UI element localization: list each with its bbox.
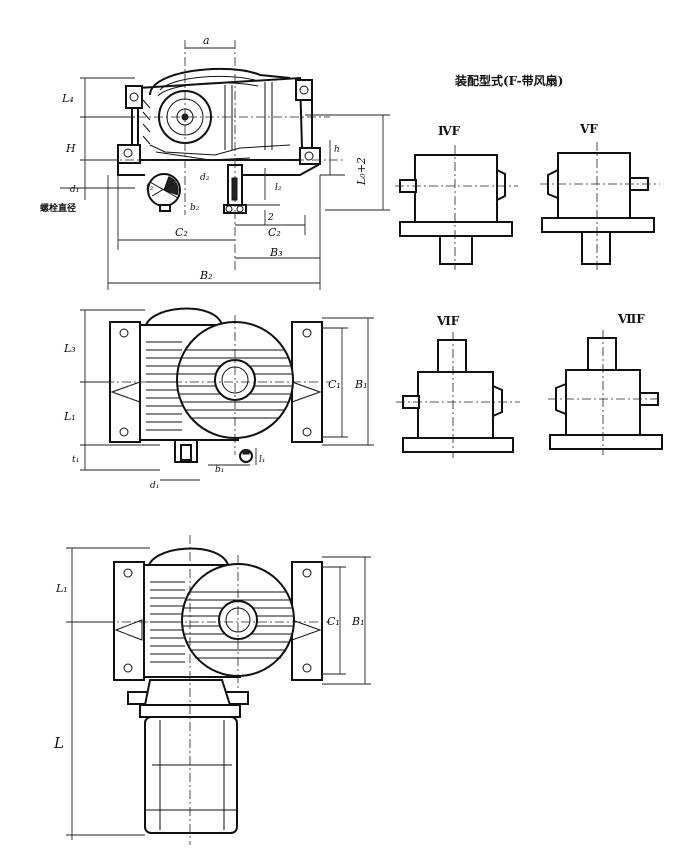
dim-C2-right: C₂ [268,226,281,239]
dim-B1: B₁ [354,378,368,391]
view-VIIF-title: ⅦF [617,312,645,326]
dim-L1: L₁ [63,410,76,423]
dim-L4: L₄ [61,92,74,105]
motor-dim-C1: C₁ [327,615,340,628]
dim-l2: l₂ [275,183,282,193]
dim-t1: t₁ [72,455,79,465]
view-VF-title: ⅤF [579,122,598,136]
dim-B3: B₃ [269,246,283,259]
dim-b2: b₂ [190,203,200,213]
top-view [80,307,374,481]
motor-dim-L1: L₁ [55,582,68,595]
dim-C1: C₁ [328,378,341,391]
dim-L3: L₃ [63,342,76,355]
view-VIF [396,332,520,458]
view-VIIF [548,330,663,455]
view-IVF [395,145,518,270]
dim-b1: b₁ [215,465,224,475]
view-VIF-title: ⅥF [436,314,460,328]
dim-d1-top: d₁ [150,481,159,491]
motor-dim-B1: B₁ [351,615,365,628]
dim-C2: C₂ [175,226,188,239]
view-VF [540,142,660,272]
dim-t2: t₂ [146,183,154,193]
dim-h: h [334,145,340,155]
dim-d2: d₂ [200,173,210,183]
mounting-title: 装配型式(F-带风扇) [454,73,563,88]
bolt-diameter-label: 螺栓直径 [40,202,76,214]
dim-l1: l₁ [259,455,266,465]
motor-view [66,535,371,845]
dim-H: H [65,142,76,155]
view-IVF-title: ⅣF [438,124,461,138]
dim-a: a [203,34,210,47]
front-view [60,40,390,290]
dim-2: 2 [267,213,274,223]
motor-dim-L: L [53,734,64,752]
dim-d1: d₁ [70,185,79,195]
dim-B2: B₂ [199,269,213,282]
dim-L0: L₀+2 [355,157,368,186]
